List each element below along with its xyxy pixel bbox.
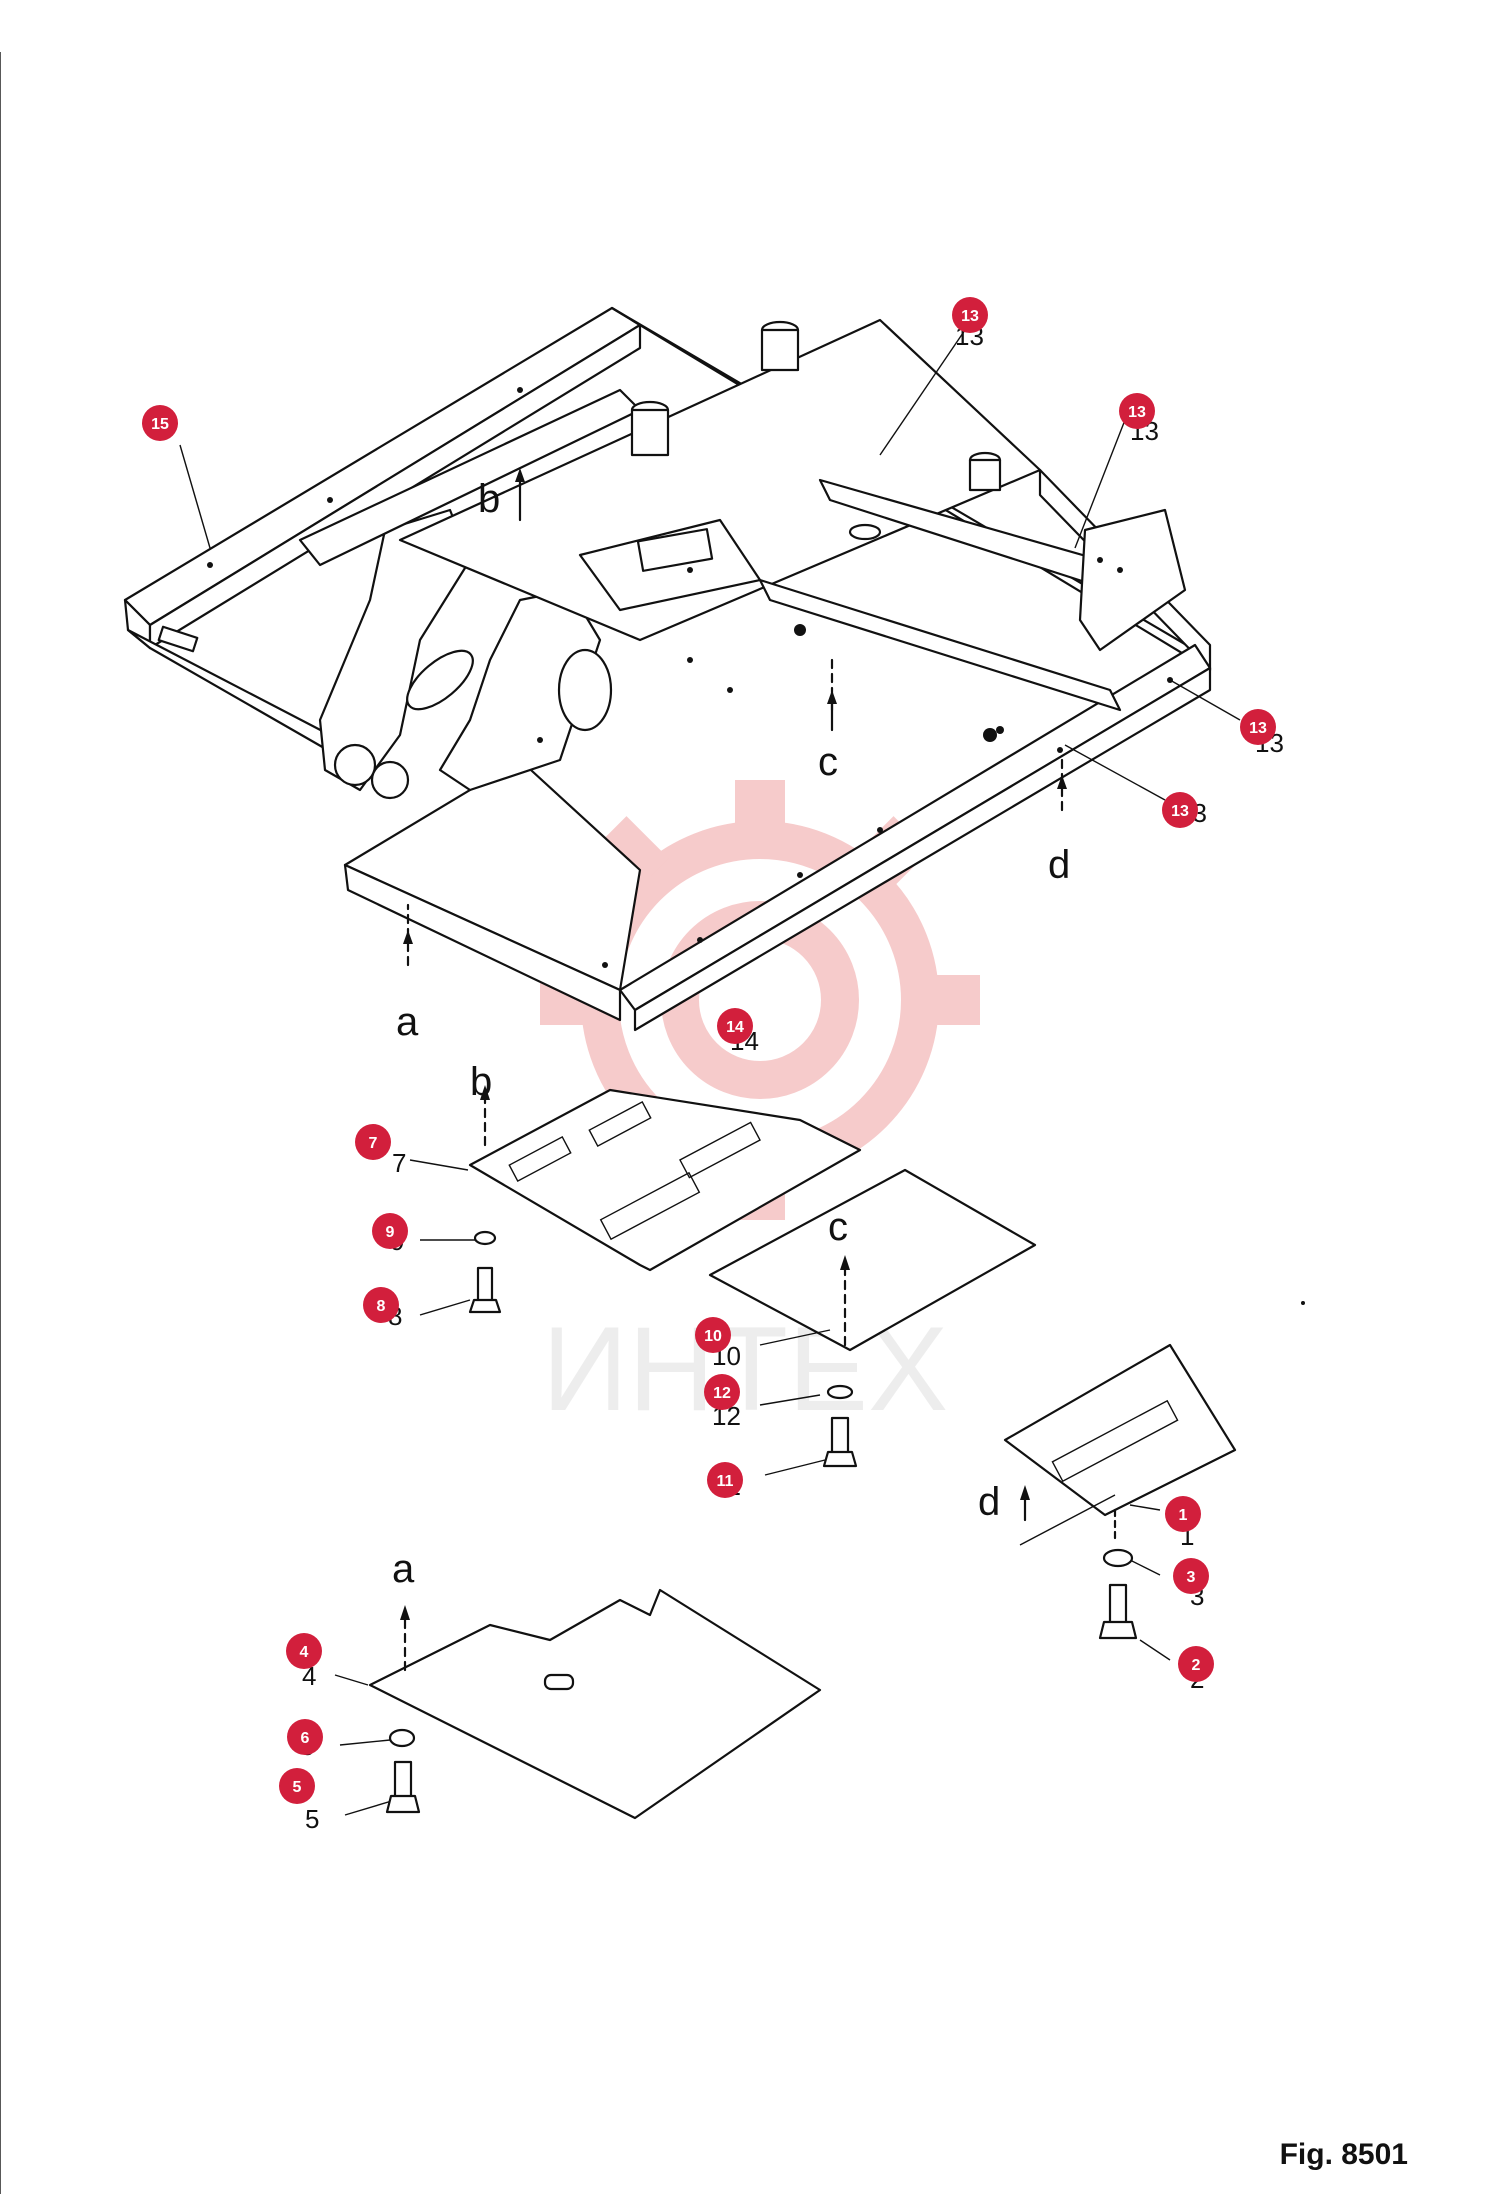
stray-mark — [1301, 1301, 1305, 1305]
cover-10 — [708, 1168, 1037, 1476]
svg-text:3: 3 — [1187, 1569, 1196, 1586]
svg-text:15: 15 — [151, 416, 169, 433]
label-a-cover: a — [392, 1547, 415, 1591]
callout-12[interactable]: 12 — [704, 1374, 740, 1410]
callout-5[interactable]: 5 — [279, 1768, 315, 1804]
svg-text:14: 14 — [726, 1019, 744, 1036]
callout-15[interactable]: 15 — [142, 405, 178, 441]
callout-3[interactable]: 3 — [1173, 1558, 1209, 1594]
callout-7[interactable]: 7 — [355, 1124, 391, 1160]
label-a-frame: a — [396, 1000, 419, 1044]
svg-text:13: 13 — [1128, 404, 1146, 421]
label-d-cover: d — [978, 1480, 1000, 1524]
cover-4 — [334, 1588, 822, 1820]
svg-text:13: 13 — [961, 308, 979, 325]
cover-7 — [409, 1085, 862, 1316]
label-c-cover: c — [828, 1205, 848, 1249]
num-7: 7 — [392, 1148, 406, 1178]
svg-text:6: 6 — [301, 1730, 310, 1747]
label-d-frame: d — [1048, 843, 1070, 887]
callout-1[interactable]: 1 — [1165, 1496, 1201, 1532]
figure-label: Fig. 8501 — [1279, 2138, 1408, 2171]
label-b-frame: b — [478, 477, 500, 521]
revolving-frame — [123, 306, 1212, 1032]
callout-13-edge[interactable]: 13 — [1240, 709, 1276, 745]
svg-text:12: 12 — [713, 1385, 731, 1402]
label-b-cover: b — [470, 1060, 492, 1104]
svg-text:8: 8 — [377, 1298, 386, 1315]
cover-1 — [1003, 1343, 1237, 1661]
svg-text:13: 13 — [1171, 803, 1189, 820]
num-5: 5 — [305, 1804, 319, 1834]
svg-text:4: 4 — [300, 1644, 309, 1661]
callout-9[interactable]: 9 — [372, 1213, 408, 1249]
svg-text:1: 1 — [1179, 1507, 1188, 1524]
callout-8[interactable]: 8 — [363, 1287, 399, 1323]
svg-text:2: 2 — [1192, 1657, 1201, 1674]
svg-text:13: 13 — [1249, 720, 1267, 737]
callout-13-top[interactable]: 13 — [952, 297, 988, 333]
svg-text:7: 7 — [369, 1135, 378, 1152]
callout-13-rail[interactable]: 13 — [1162, 792, 1198, 828]
callout-14[interactable]: 14 — [717, 1008, 753, 1044]
svg-text:9: 9 — [386, 1224, 395, 1241]
frame-arrows — [179, 329, 1241, 967]
svg-text:10: 10 — [704, 1328, 722, 1345]
callout-6[interactable]: 6 — [287, 1719, 323, 1755]
callout-11[interactable]: 11 — [707, 1462, 743, 1498]
callout-4[interactable]: 4 — [286, 1633, 322, 1669]
callout-13-right[interactable]: 13 — [1119, 393, 1155, 429]
callout-10[interactable]: 10 — [695, 1317, 731, 1353]
callout-2[interactable]: 2 — [1178, 1646, 1214, 1682]
svg-text:11: 11 — [717, 1473, 734, 1490]
label-c-frame: c — [818, 740, 838, 784]
svg-text:5: 5 — [293, 1779, 302, 1796]
